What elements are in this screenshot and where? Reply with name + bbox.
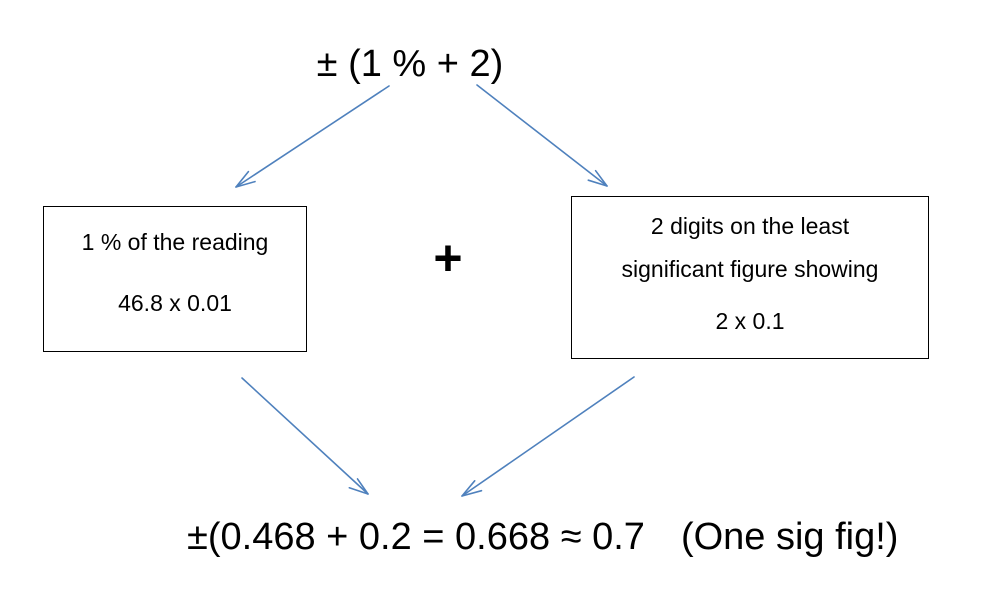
left-box-calculation: 46.8 x 0.01 — [118, 290, 232, 316]
arrow-left-box-to-result — [241, 377, 369, 495]
right-box-calculation: 2 x 0.1 — [715, 308, 785, 334]
right-box-title-line2: significant figure showing — [621, 256, 879, 282]
arrow-top-to-right-box — [476, 84, 608, 187]
top-formula: ± (1 % + 2) — [316, 43, 504, 85]
result-equation: ±(0.468 + 0.2 = 0.668 ≈ 0.7 — [187, 516, 645, 558]
result-note: (One sig fig!) — [680, 516, 899, 558]
left-box: 1 % of the reading 46.8 x 0.01 — [43, 206, 307, 352]
result-line: ±(0.468 + 0.2 = 0.668 ≈ 0.7 (One sig fig!… — [187, 512, 898, 562]
arrow-right-box-to-result — [461, 376, 635, 497]
left-box-title: 1 % of the reading — [81, 229, 269, 255]
plus-sign: + — [433, 230, 463, 286]
arrow-top-to-left-box — [235, 85, 390, 188]
right-box-title-line1: 2 digits on the least — [650, 213, 850, 239]
right-box: 2 digits on the least significant figure… — [571, 196, 929, 359]
